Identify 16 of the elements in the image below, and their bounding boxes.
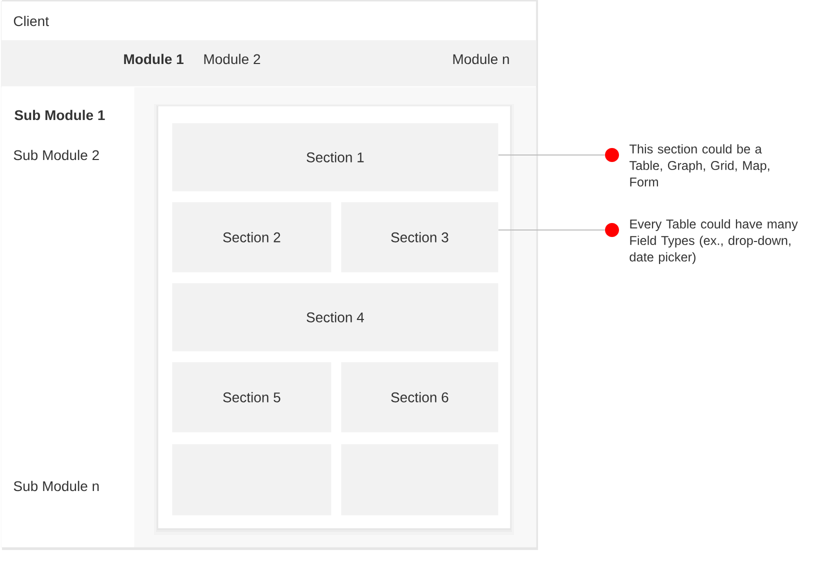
annotation-text: Every Table could have many Field Types (ex., drop-down, date picker): [630, 219, 798, 264]
section-box: Section 2: [172, 202, 332, 272]
tab-label: Module n: [453, 54, 509, 64]
section-box: Section 3: [341, 202, 498, 272]
section-box: Section 4: [172, 283, 498, 352]
section-box: Section 6: [341, 362, 498, 432]
menu-item: Sub Module 2: [14, 150, 99, 160]
window-title: Client: [14, 16, 49, 26]
tab-label: Module 2: [204, 54, 260, 64]
annotation-text: This section could be a Table, Graph, Grid, Map, Form: [629, 144, 770, 187]
section-box: Section 5: [172, 362, 332, 432]
section-box: Section 1: [172, 123, 498, 192]
menu-item: Sub Module n: [14, 480, 99, 492]
tab-label: Module 1: [124, 54, 184, 64]
leader-line: [498, 154, 606, 156]
menu-item: Sub Module 1: [14, 110, 105, 120]
